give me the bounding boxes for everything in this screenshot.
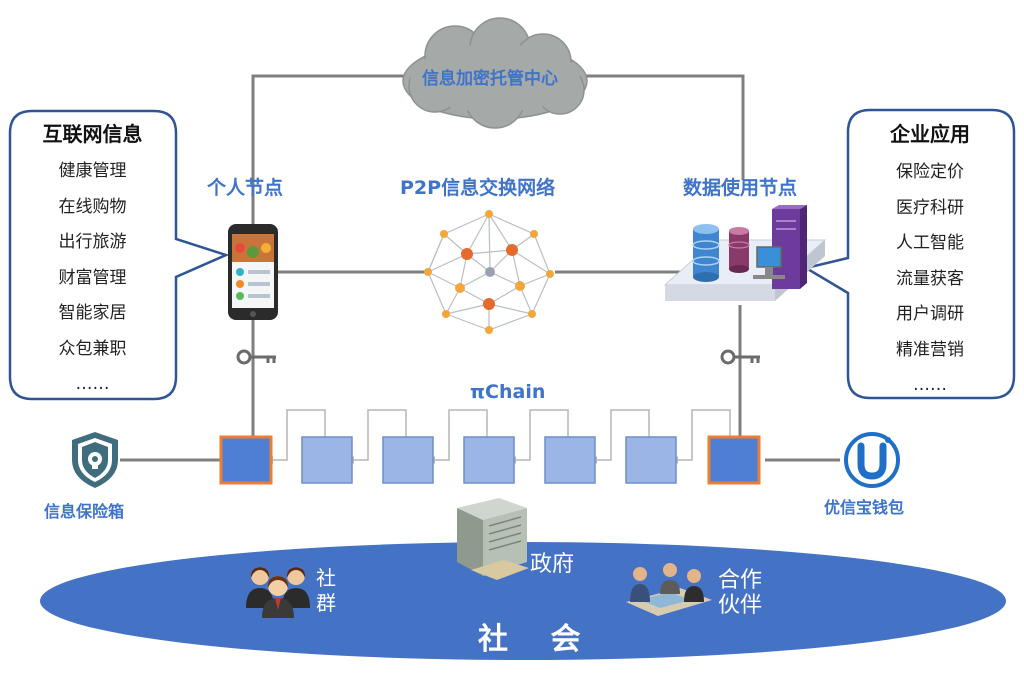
government-label: 政府 (530, 552, 575, 577)
government-building-icon (457, 498, 529, 580)
smartphone-icon (228, 224, 278, 320)
cloud-shape (402, 17, 588, 129)
personal-node-label: 个人节点 (207, 177, 284, 199)
chain-block (301, 436, 353, 484)
list-item: 医疗科研 (896, 197, 964, 218)
list-item: …… (913, 375, 947, 395)
p2p-network-label: P2P信息交换网络 (400, 177, 556, 199)
list-item: 众包兼职 (58, 338, 127, 359)
server-database-icon (663, 205, 827, 301)
chain-block (382, 436, 434, 484)
shield-vault-icon (72, 432, 118, 488)
pichain-blocks (219, 409, 761, 485)
chain-block (463, 436, 515, 484)
list-item: 流量获客 (896, 268, 964, 289)
pichain-label: πChain (470, 381, 546, 403)
partner-meeting-icon (626, 563, 712, 616)
list-item: 出行旅游 (58, 232, 127, 252)
society-title: 社 会 (478, 622, 597, 657)
list-item: 精准营销 (896, 339, 964, 360)
list-item: 人工智能 (896, 233, 964, 253)
wallet-label: 优信宝钱包 (824, 498, 905, 517)
people-group-icon (246, 567, 310, 618)
list-item: 用户调研 (896, 304, 964, 324)
list-item: 在线购物 (58, 196, 127, 217)
left-callout-bubble (8, 109, 230, 401)
list-item: …… (75, 374, 110, 394)
chain-block-start (219, 435, 273, 485)
society-ellipse (40, 542, 1006, 660)
right-callout-list: 保险定价 医疗科研 人工智能 流量获客 用户调研 精准营销 …… (850, 155, 1010, 404)
chain-block (544, 436, 596, 484)
data-use-node-label: 数据使用节点 (683, 177, 798, 199)
list-item: 智能家居 (58, 303, 127, 323)
right-callout-bubble (802, 108, 1016, 400)
network-graph-icon (424, 210, 554, 334)
community-label: 社 群 (316, 566, 336, 615)
list-item: 健康管理 (58, 161, 127, 181)
cloud-label: 信息加密托管中心 (422, 69, 558, 89)
key-icon (720, 349, 760, 365)
vault-label: 信息保险箱 (44, 502, 125, 521)
key-icon (236, 349, 276, 365)
left-callout-list: 健康管理 在线购物 出行旅游 财富管理 智能家居 众包兼职 …… (10, 154, 175, 403)
list-item: 财富管理 (58, 267, 127, 288)
chain-block (625, 436, 677, 484)
chain-block-end (707, 435, 761, 485)
list-item: 保险定价 (896, 162, 964, 182)
right-callout-title: 企业应用 (890, 122, 970, 146)
partner-label: 合作 伙伴 (718, 568, 763, 619)
u-wallet-icon (844, 432, 900, 488)
left-callout-title: 互联网信息 (42, 122, 143, 146)
